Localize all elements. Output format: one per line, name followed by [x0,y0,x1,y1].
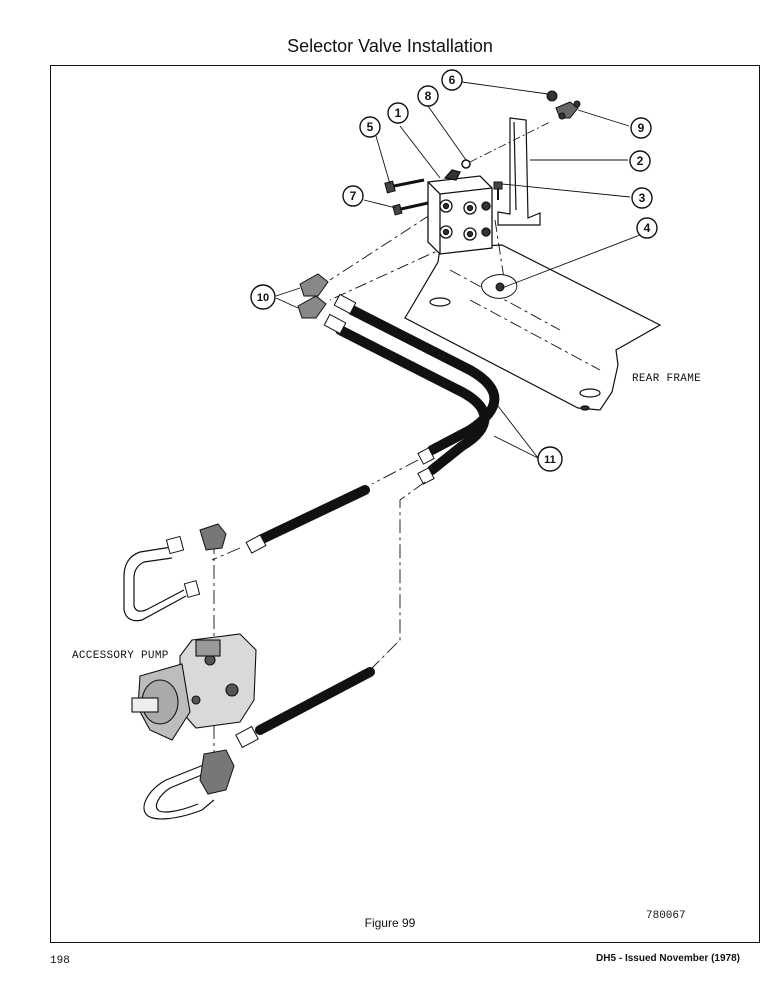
callout-7: 7 [350,189,357,203]
callout-circle-2 [629,150,651,172]
washer-item-8 [461,159,471,169]
callout-circle-4 [636,217,658,239]
elbow-fitting-item-9 [555,100,581,120]
accessory-pump [131,633,257,741]
callout-circle-1 [387,102,409,124]
callout-11: 11 [544,454,556,466]
callout-circle-6 [441,69,463,91]
callout-2: 2 [637,154,644,168]
callout-circle-9 [630,117,652,139]
item-4-part [481,274,518,299]
page-number: 198 [50,955,70,967]
drawing-number: 780067 [646,910,686,922]
callout-5: 5 [367,120,374,134]
page-title: Selector Valve Installation [287,36,493,56]
callout-6: 6 [449,73,456,87]
callout-9: 9 [638,121,645,135]
callout-3: 3 [639,191,646,205]
nut-item-6 [546,90,558,102]
pump-tube-upper [123,545,187,622]
callout-circle-11 [537,446,563,472]
selector-valve-block [427,169,493,255]
callout-circle-3 [631,187,653,209]
bolt-item-3 [493,181,503,200]
rear-frame-plate [404,244,662,411]
pump-tube-lower [143,763,215,820]
callout-8: 8 [425,89,432,103]
leader-lines [275,81,641,459]
diagram-frame [50,65,760,943]
callout-circle-7 [342,185,364,207]
callout-circle-8 [417,85,439,107]
callout-4: 4 [644,221,651,235]
bracket-item-2 [497,117,541,226]
callout-circle-5 [359,116,381,138]
callout-10: 10 [257,292,269,304]
hydraulic-hoses-item-11 [255,305,500,735]
callout-1: 1 [395,106,402,120]
callout-circle-10 [250,284,276,310]
figure-caption: Figure 99 [364,916,416,930]
footer-issue: DH5 - Issued November (1978) [596,953,740,964]
accessory-pump-label: ACCESSORY PUMP [72,650,169,662]
bolt-item-5 [384,178,425,194]
rear-frame-label: REAR FRAME [632,373,701,385]
elbow-fittings-item-10 [297,273,329,319]
bolt-item-7 [392,201,429,216]
